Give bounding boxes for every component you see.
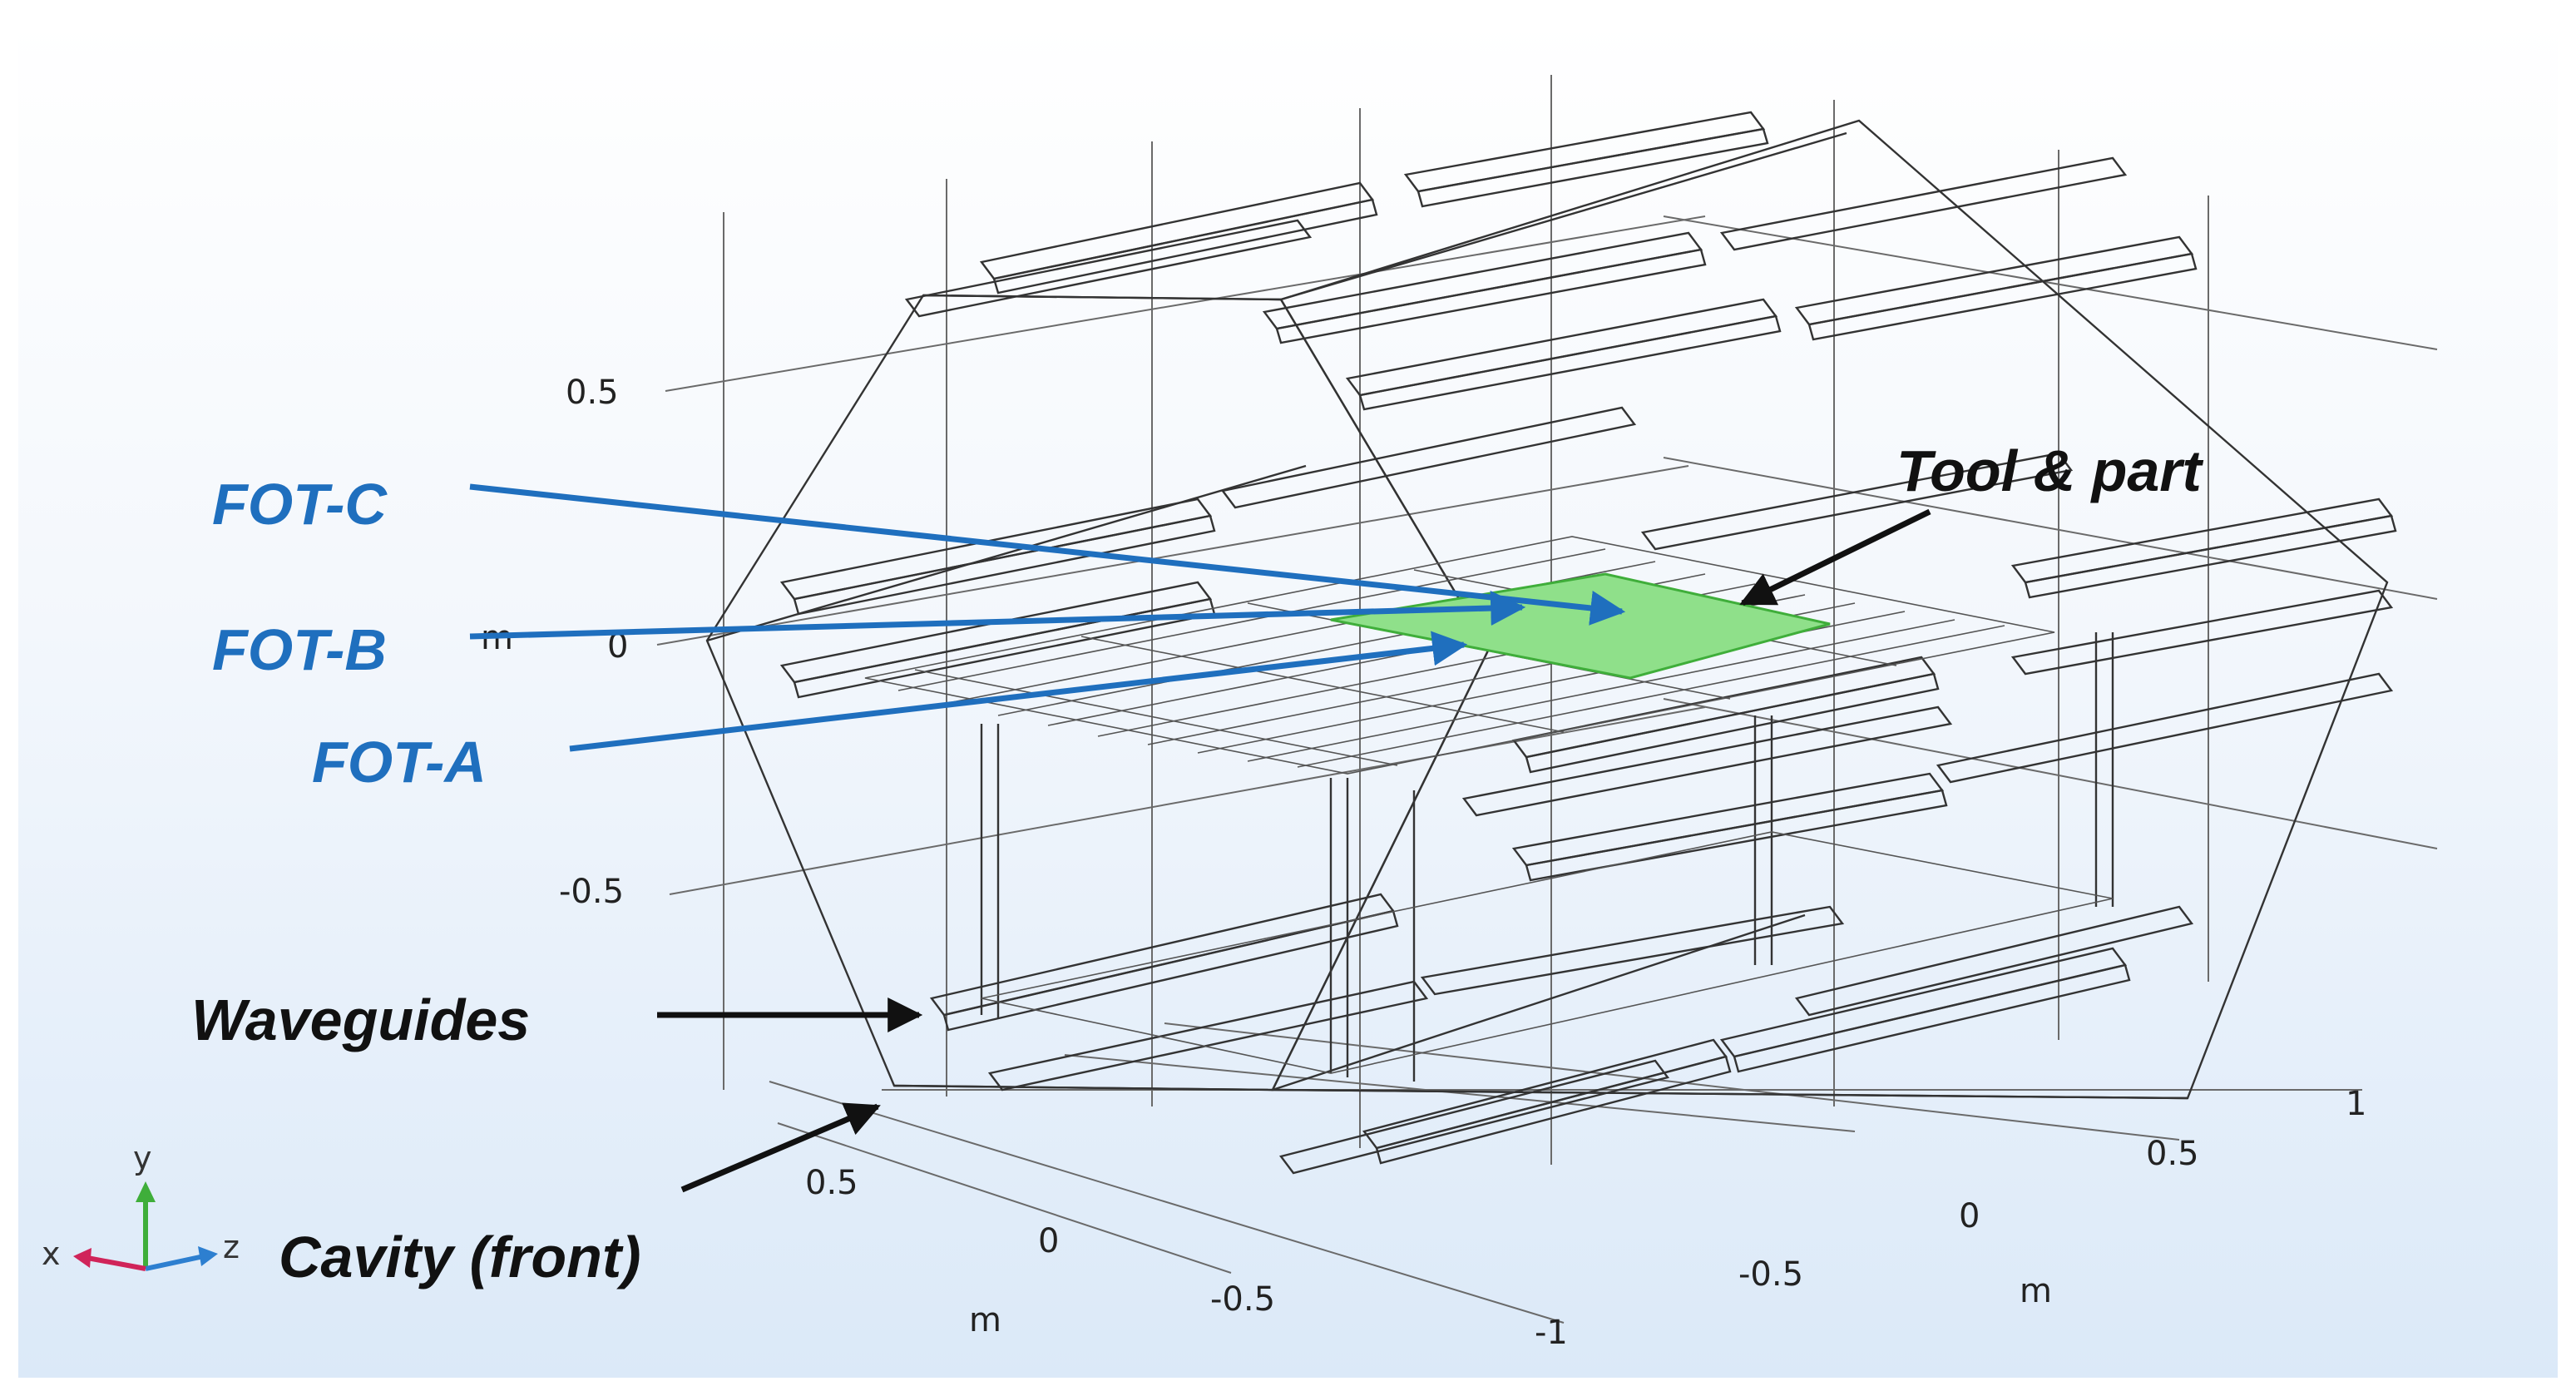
triad-x-axis: [87, 1255, 146, 1271]
fot-a-label: FOT-A: [312, 730, 487, 795]
tool-part-plate: [1330, 572, 1831, 680]
y-tick-neg0.5: -0.5: [559, 873, 624, 911]
tool-part-label: Tool & part: [1896, 438, 2204, 503]
orientation-triad[interactable]: y x z: [42, 1140, 240, 1272]
black-arrows: [657, 508, 1931, 1193]
waveguides-label: Waveguides: [191, 988, 530, 1052]
x-tick-0.5: 0.5: [805, 1164, 858, 1202]
z-tick-0.5: 0.5: [2146, 1135, 2199, 1173]
fot-b-label: FOT-B: [212, 617, 387, 682]
z-tick-1: 1: [2346, 1085, 2366, 1123]
fot-arrows: [469, 483, 1626, 752]
axis-gridlines: [656, 75, 2438, 1324]
x-tick-neg1: -1: [1535, 1314, 1568, 1352]
triad-z-arrowhead-icon: [198, 1246, 218, 1266]
cavity-front-label: Cavity (front): [279, 1225, 641, 1290]
triad-z-axis: [145, 1254, 205, 1271]
x-tick-neg0.5: -0.5: [1210, 1280, 1275, 1319]
z-tick-0: 0: [1959, 1197, 1980, 1235]
x-unit-label: m: [969, 1301, 1001, 1339]
triad-z-label: z: [223, 1229, 240, 1265]
triad-x-label: x: [42, 1235, 61, 1272]
z-unit-label: m: [2020, 1272, 2052, 1310]
y-tick-0.5: 0.5: [566, 374, 619, 412]
x-tick-0: 0: [1038, 1222, 1059, 1260]
fot-c-label: FOT-C: [212, 472, 388, 537]
waveguides: [779, 111, 2397, 1175]
triad-x-arrowhead-icon: [73, 1248, 91, 1268]
triad-y-label: y: [133, 1140, 152, 1176]
triad-y-arrowhead-icon: [136, 1181, 156, 1202]
z-tick-neg0.5: -0.5: [1738, 1255, 1803, 1294]
